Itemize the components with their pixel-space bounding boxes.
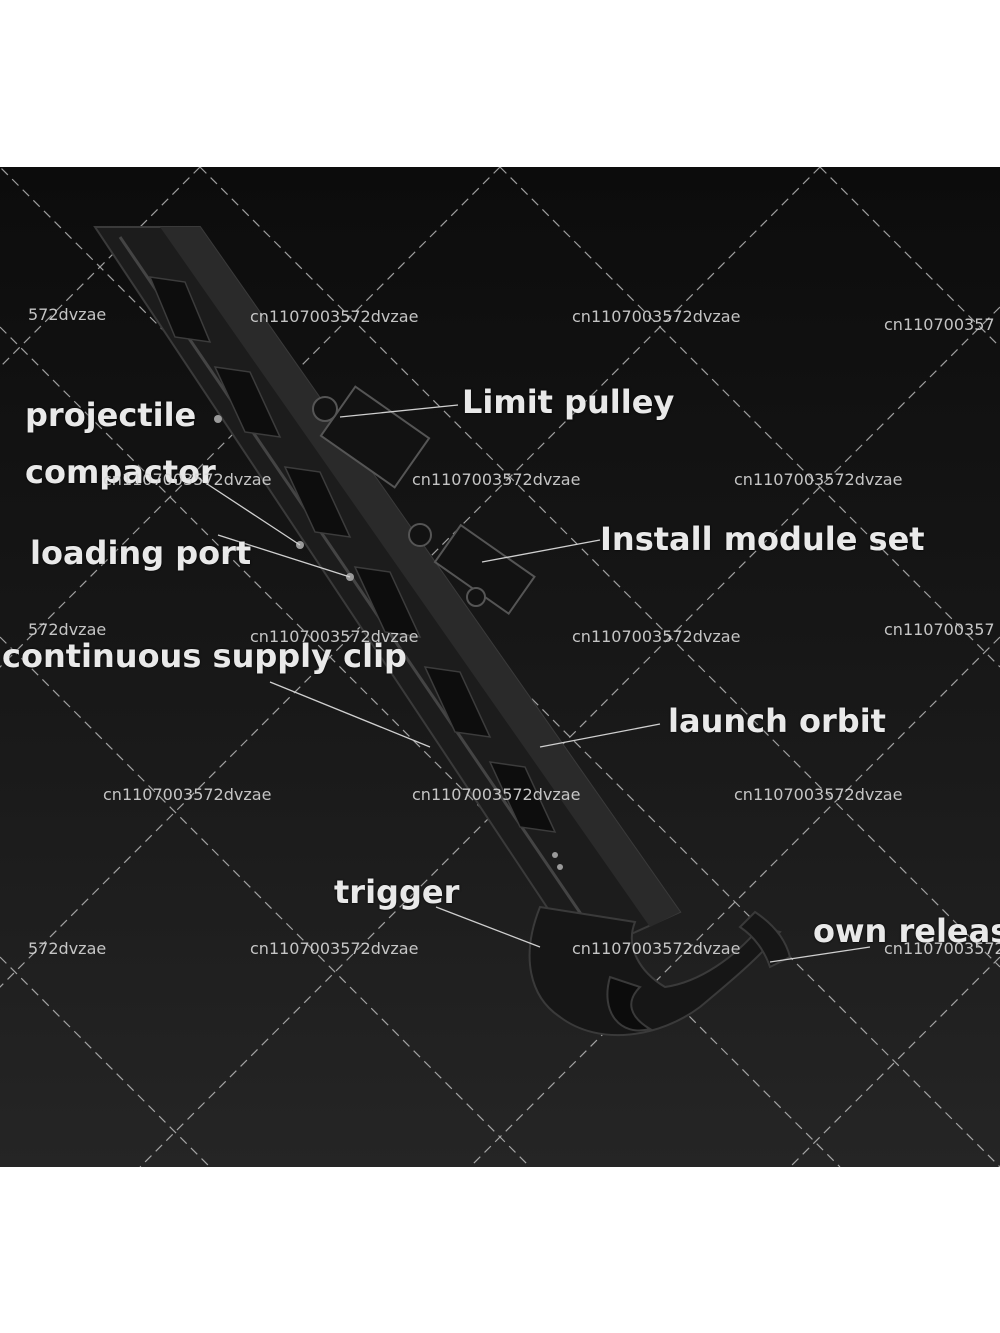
watermark-grid: [0, 167, 1000, 1167]
release-handle: [528, 905, 792, 1037]
watermark-text: cn1107003572dvzae: [734, 785, 903, 804]
label-launch-orbit: launch orbit: [668, 702, 886, 740]
watermark-text: cn1107003572dvzae: [734, 470, 903, 489]
label-limit-pulley: Limit pulley: [462, 383, 675, 421]
watermark-text: cn1107003572dvzae: [250, 939, 419, 958]
watermark-text: cn1107003572dvzae: [103, 785, 272, 804]
watermark-text: cn110700357: [884, 620, 995, 639]
watermark-text: cn1107003572dvzae: [103, 470, 272, 489]
watermark-text: 572dvzae: [28, 305, 107, 324]
watermark-text: cn1107003572dvzae: [250, 627, 419, 646]
watermark-text: 572dvzae: [28, 620, 107, 639]
watermark-text: 572dvzae: [28, 939, 107, 958]
label-own-release: own release: [813, 912, 1000, 950]
label-continuous-supply-clip: continuous supply clip: [2, 637, 407, 675]
watermark-text: cn110700357: [884, 315, 995, 334]
module-set: [312, 385, 536, 616]
label-trigger: trigger: [334, 873, 460, 911]
leader-lines: [191, 404, 871, 963]
product-photo-panel: Limit pulley projectile compactor Instal…: [0, 167, 1000, 1167]
label-install-module-set: Install module set: [600, 520, 925, 558]
watermark-text: cn1107003572dvzae: [412, 785, 581, 804]
launcher-rail: [93, 226, 792, 1037]
watermark-text: cn1107003572dvzae: [572, 939, 741, 958]
watermark-text: cn1107003572dvzae: [572, 307, 741, 326]
watermark-text: cn1107003572: [884, 939, 1000, 958]
watermark-text: cn1107003572dvzae: [572, 627, 741, 646]
label-projectile: projectile: [25, 396, 197, 434]
label-compactor: compactor: [25, 453, 216, 491]
product-illustration: [0, 167, 1000, 1167]
watermark-text: cn1107003572dvzae: [412, 470, 581, 489]
label-loading-port: loading port: [30, 534, 252, 572]
watermark-text: cn1107003572dvzae: [250, 307, 419, 326]
